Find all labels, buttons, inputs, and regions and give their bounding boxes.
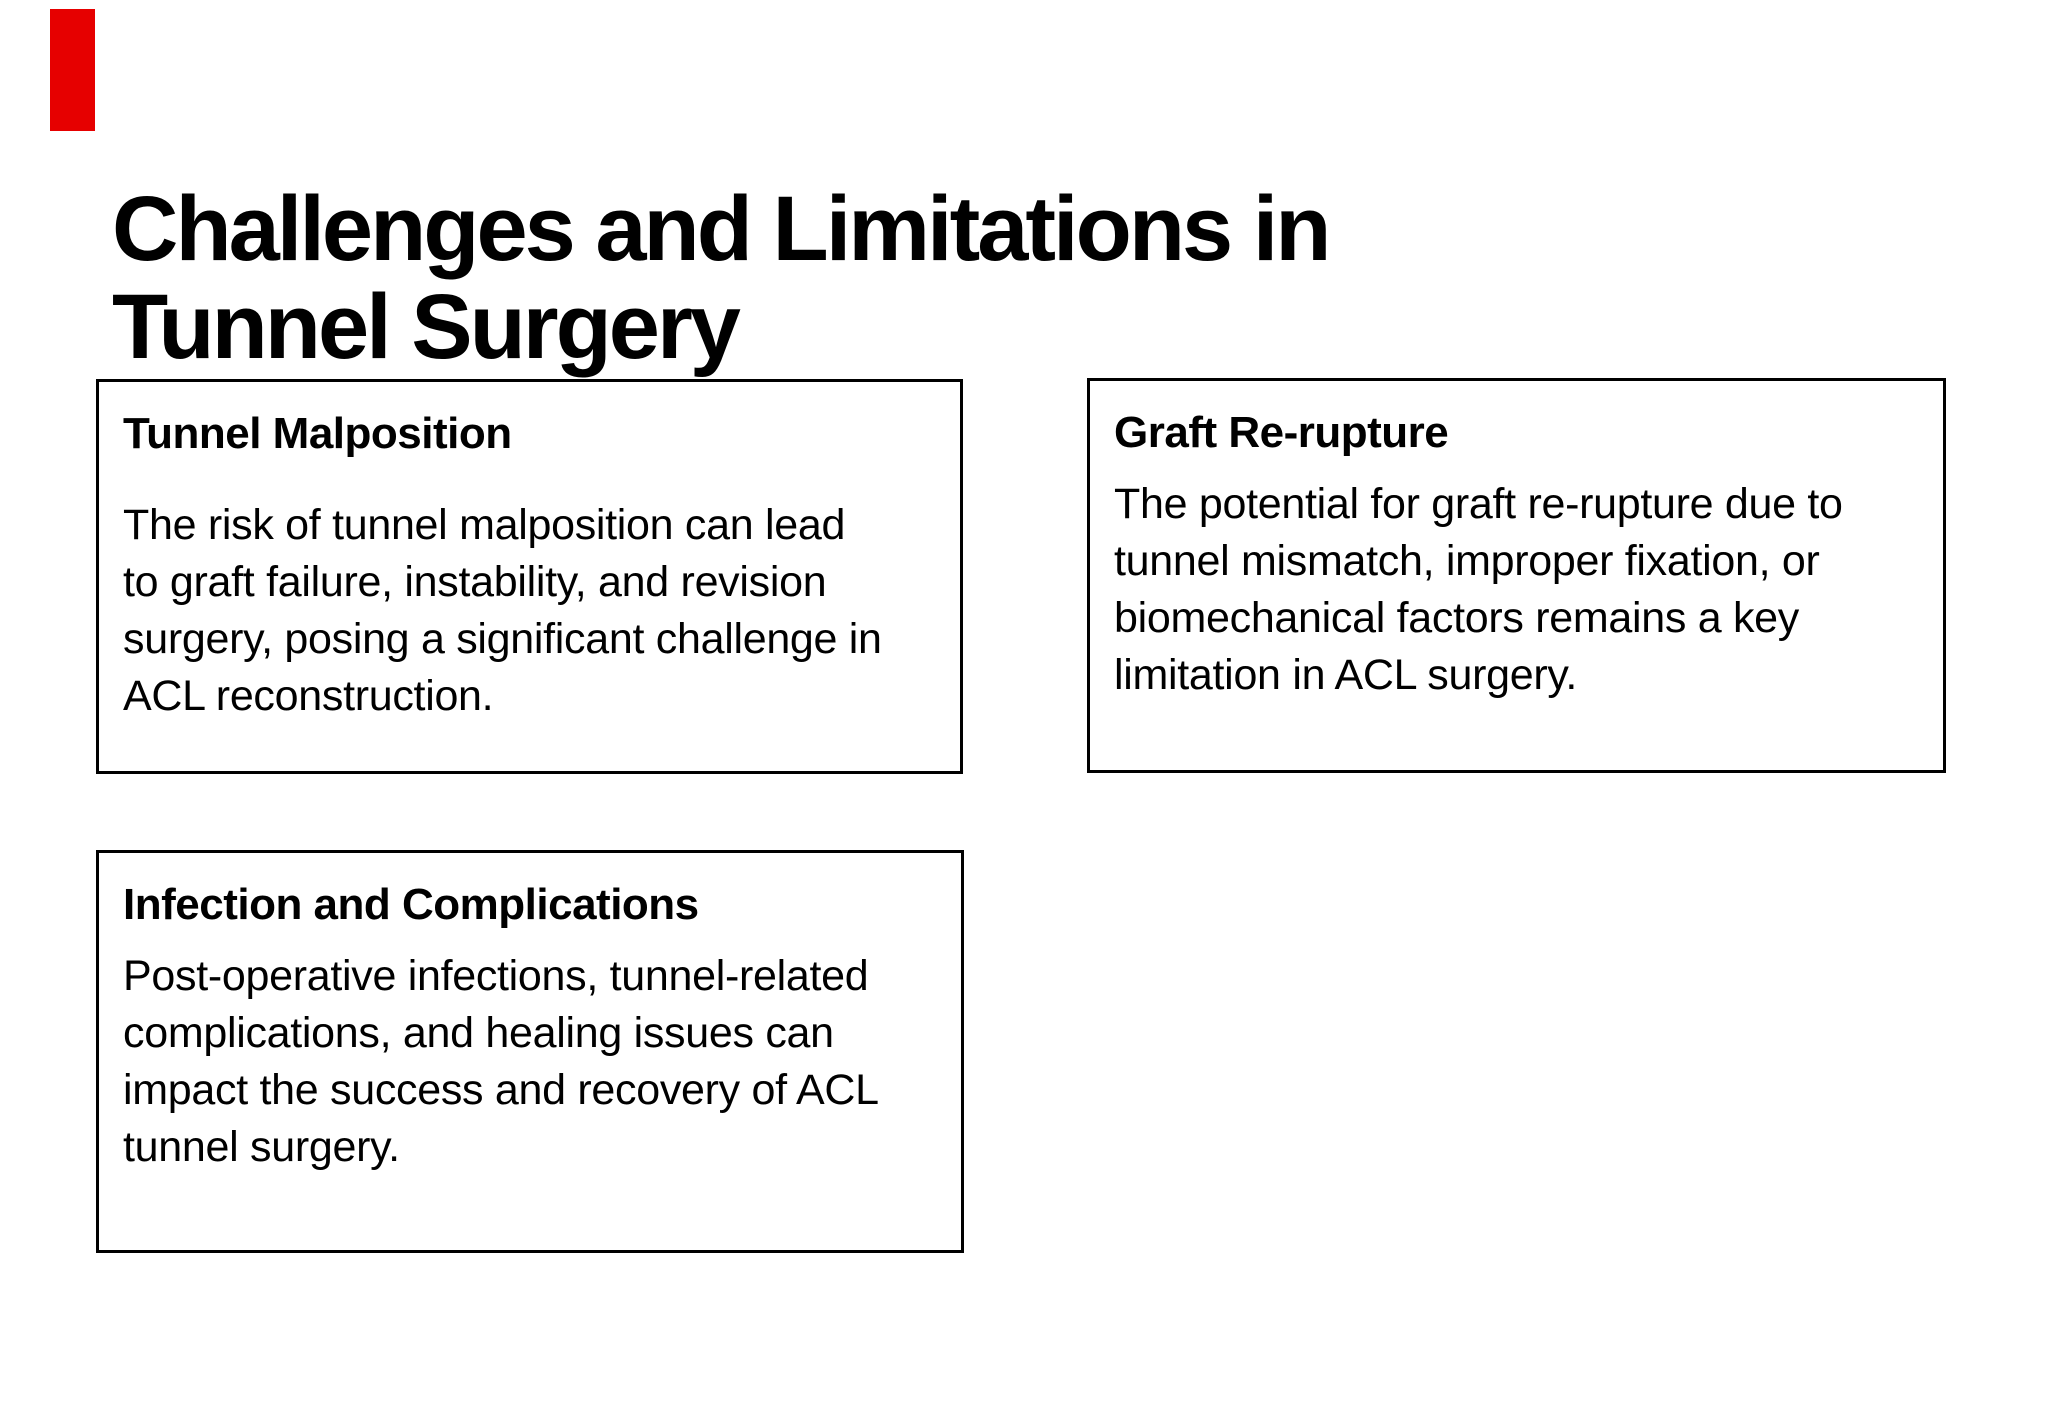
card-tunnel-malposition: Tunnel Malposition The risk of tunnel ma… bbox=[96, 379, 963, 774]
card-graft-re-rupture: Graft Re-rupture The potential for graft… bbox=[1087, 378, 1946, 773]
card-heading-tunnel-malposition: Tunnel Malposition bbox=[123, 409, 512, 458]
card-infection-and-complications: Infection and Complications Post-operati… bbox=[96, 850, 964, 1253]
red-accent-bar bbox=[50, 9, 95, 131]
slide-title: Challenges and Limitations in Tunnel Sur… bbox=[112, 178, 1331, 379]
card-heading-infection-and-complications: Infection and Complications bbox=[123, 880, 699, 929]
card-body-graft-re-rupture: The potential for graft re-rupture due t… bbox=[1114, 479, 1843, 699]
card-heading-graft-re-rupture: Graft Re-rupture bbox=[1114, 408, 1449, 457]
card-body-tunnel-malposition: The risk of tunnel malposition can lead … bbox=[123, 500, 882, 720]
card-body-infection-and-complications: Post-operative infections, tunnel-relate… bbox=[123, 951, 879, 1171]
